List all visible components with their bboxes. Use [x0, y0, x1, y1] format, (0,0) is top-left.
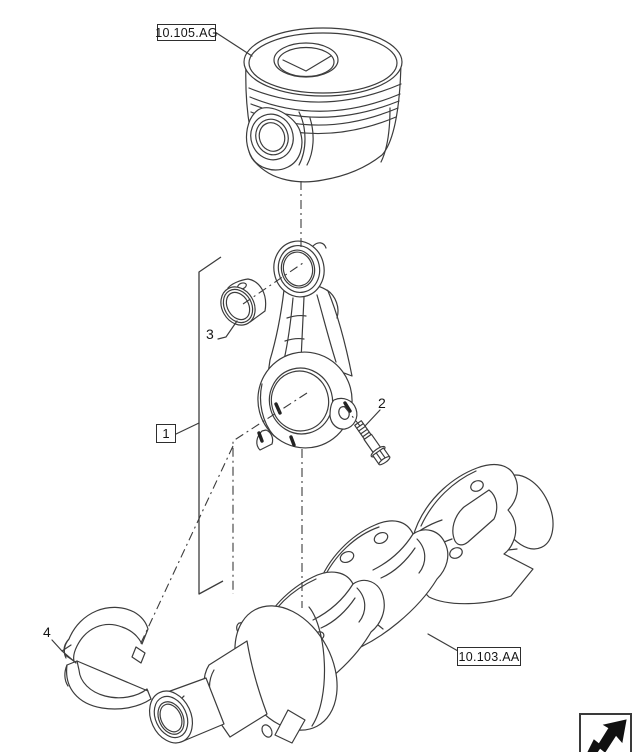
group-bracket — [198, 256, 224, 595]
bolt-drawing — [354, 420, 391, 466]
connecting-rod-drawing — [256, 240, 358, 451]
centerlines — [139, 181, 361, 646]
callout-4-bearing-shells: 4 — [43, 624, 51, 640]
callout-3-bushing: 3 — [206, 326, 214, 342]
bearing-shells-drawing — [63, 606, 152, 710]
page-turn-arrow-icon — [587, 719, 627, 752]
page-turn-nav-button[interactable] — [579, 713, 632, 752]
crankshaft-drawing — [148, 464, 554, 744]
callout-2-bolt: 2 — [378, 395, 386, 411]
leader-lines — [51, 31, 459, 664]
section-ref-crankshaft[interactable]: 10.103.AA — [457, 647, 521, 666]
piston-drawing — [243, 27, 403, 183]
callout-1-rod-assembly: 1 — [156, 424, 176, 443]
bushing-drawing — [220, 278, 267, 326]
section-ref-piston[interactable]: 10.105.AG — [155, 24, 218, 41]
